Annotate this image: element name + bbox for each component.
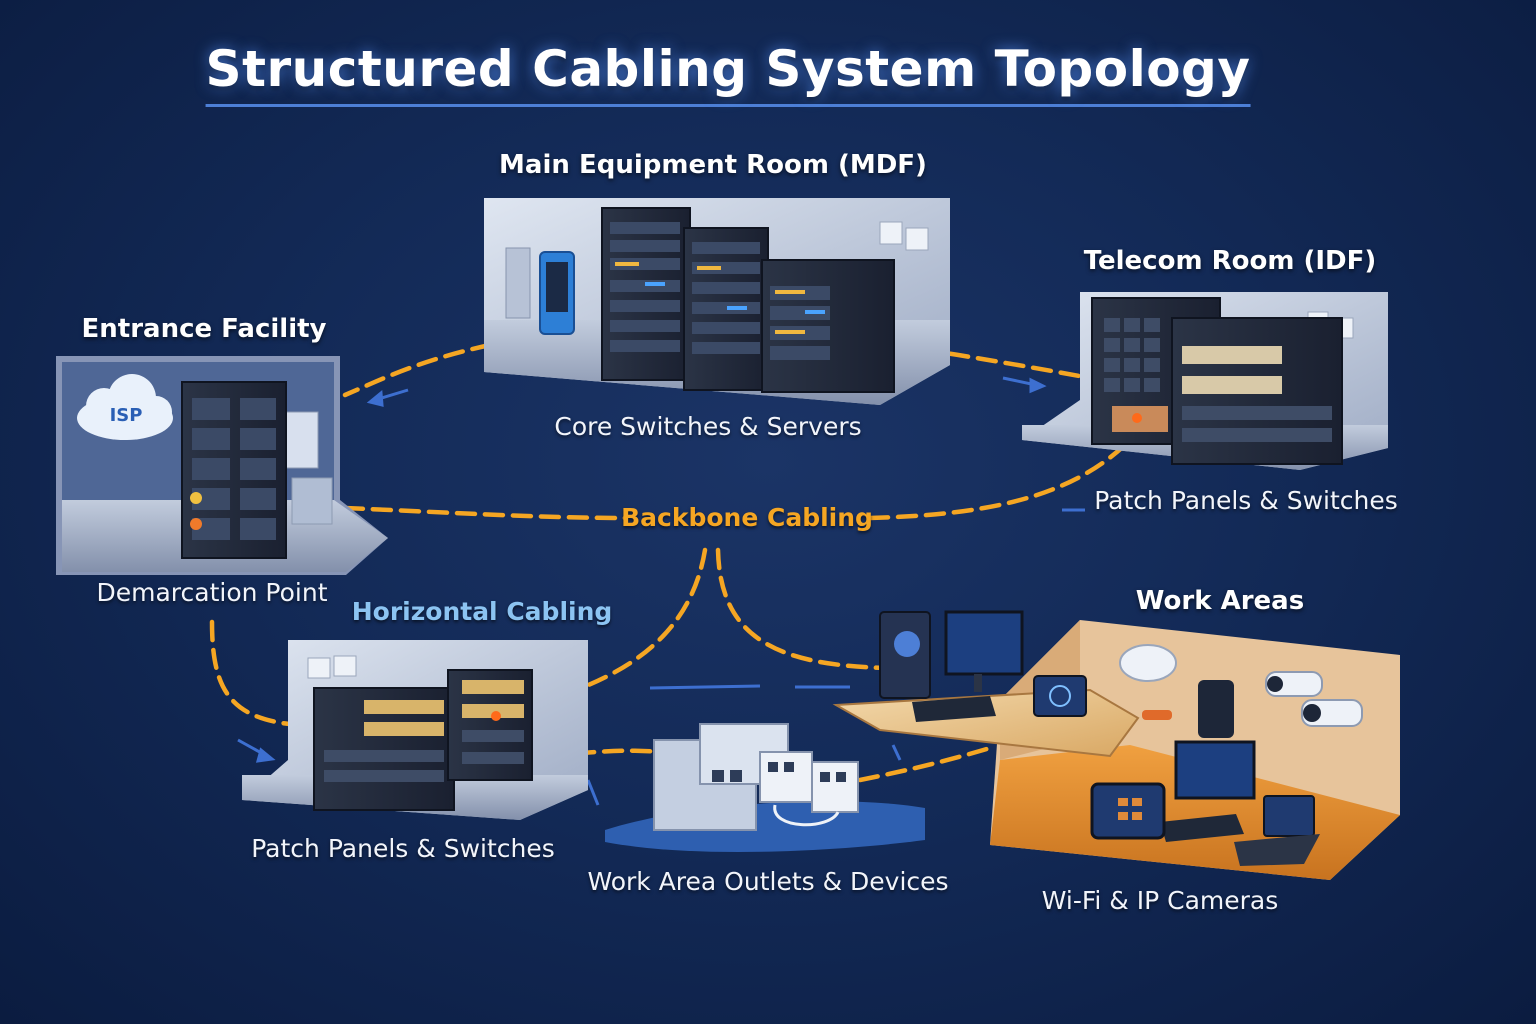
entrance-room-illustration: ISP [56,356,388,575]
cable-mdf-entrance [342,342,493,398]
idf-heading: Telecom Room (IDF) [1083,246,1377,276]
work-areas-illustration [832,610,1400,880]
work-areas-caption: Wi-Fi & IP Cameras [1041,886,1279,915]
horizontal-cabling-label: Horizontal Cabling [351,597,613,626]
cable-demarc-patch [209,619,303,728]
entrance-caption: Demarcation Point [96,578,328,607]
entrance-heading: Entrance Facility [81,314,327,344]
flow-arrows [237,376,1085,806]
idf-caption: Patch Panels & Switches [1094,486,1398,515]
isp-cloud-label: ISP [110,405,143,426]
idf-room-illustration [1022,292,1388,470]
mdf-caption: Core Switches & Servers [554,412,862,441]
backbone-cabling-label: Backbone Cabling [621,503,873,532]
cable-entrance-backbone [342,505,628,521]
outlets-caption: Work Area Outlets & Devices [587,867,949,896]
cloud-icon [77,374,173,440]
horizontal-caption: Patch Panels & Switches [251,834,555,863]
outlets-illustration [605,723,925,852]
horizontal-room-illustration [242,640,588,820]
ip-camera-icon [1265,671,1363,727]
work-areas-heading: Work Areas [1135,586,1305,616]
cable-backbone-idf [867,437,1133,521]
page-title: Structured Cabling System Topology [205,40,1251,107]
mdf-room-illustration [484,198,950,405]
mdf-heading: Main Equipment Room (MDF) [499,150,927,180]
cable-backbone-workarea [715,547,888,671]
cable-outlets-workarea [857,745,993,783]
cable-mdf-idf [892,342,1093,381]
